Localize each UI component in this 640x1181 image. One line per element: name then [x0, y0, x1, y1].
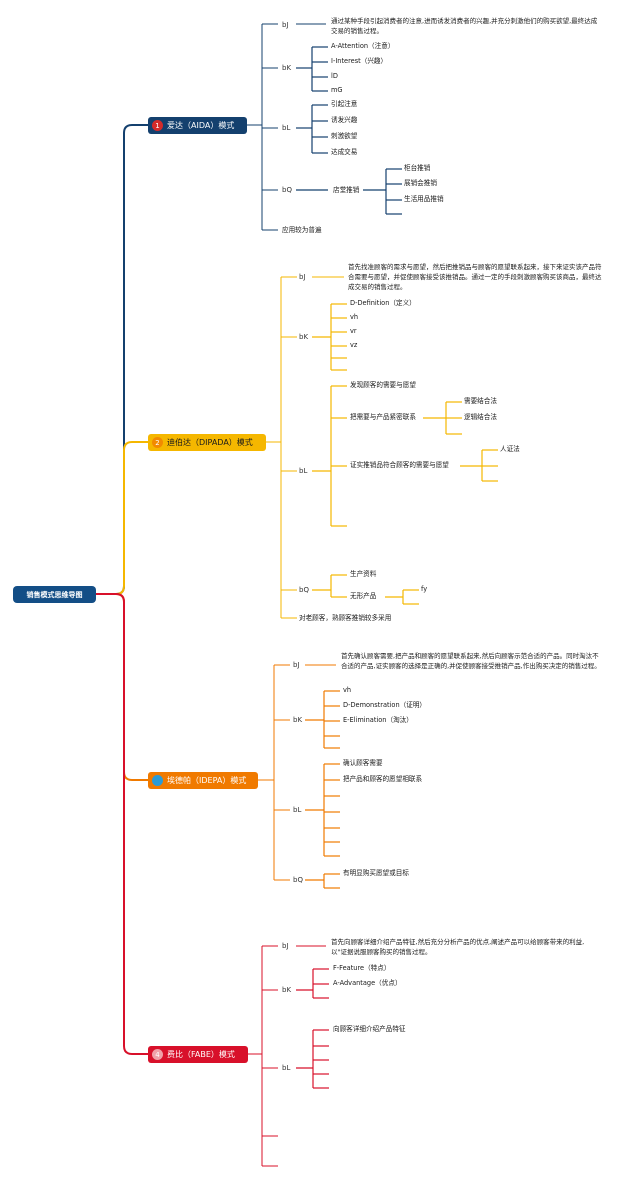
connector [96, 593, 148, 781]
label-bk: bK [282, 64, 292, 72]
node-title: 迪伯达（DIPADA）模式 [167, 438, 253, 447]
bk-item: mG [331, 86, 343, 94]
bq-sub-item: 展销会推销 [404, 179, 437, 187]
bl-item: 诱发兴趣 [331, 116, 358, 124]
node-title: 埃德帕（IDEPA）模式 [167, 776, 247, 785]
bq-sub-item: 生活用品推销 [404, 195, 444, 203]
label-bq: bQ [293, 876, 303, 884]
number-badge-1: 1 [152, 120, 163, 131]
connector [96, 124, 148, 595]
bk-item: A-Attention（注意） [331, 42, 395, 50]
bl-item: 达成交易 [331, 148, 358, 156]
root-node[interactable]: 销售模式思维导图 [13, 586, 96, 603]
bl-item: 确认顾客需要 [343, 759, 383, 767]
label-bj: bJ [282, 21, 289, 29]
bk-item: vr [350, 327, 357, 335]
bk-item: D-Definition（定义） [350, 299, 416, 307]
label-bj: bJ [282, 942, 289, 950]
bl-sub-item: 逻辑结合法 [464, 413, 497, 421]
number-badge-3: 3 [152, 775, 163, 786]
bk-item: vh [343, 686, 352, 694]
label-bk: bK [293, 716, 303, 724]
bk-item: A-Advantage（优点） [333, 979, 402, 987]
node-dipada[interactable]: 2 迪伯达（DIPADA）模式 [148, 434, 266, 451]
bq-item: 无形产品 [350, 592, 377, 600]
connector [96, 593, 148, 1055]
bl-sub-item: 需要结合法 [464, 397, 497, 405]
bq-item: 生产资料 [350, 570, 377, 578]
bl-item: 引起注意 [331, 100, 358, 108]
connector [96, 441, 148, 595]
number-badge-4: 4 [152, 1049, 163, 1060]
node-idepa[interactable]: 3 埃德帕（IDEPA）模式 [148, 772, 258, 789]
definition-text: 首先向顾客详细介绍产品特征,然后充分分析产品的优点,阐述产品可以给顾客带来的利益… [331, 938, 585, 956]
label-bl: bL [299, 467, 308, 475]
bk-item: lD [331, 72, 338, 80]
bl-item: 向顾客详细介绍产品特征 [333, 1025, 406, 1033]
bk-item: E-Elimination（淘汰） [343, 716, 413, 724]
label-bq: bQ [282, 186, 292, 194]
label-bl: bL [282, 1064, 291, 1072]
bk-item: F-Feature（特点） [333, 964, 391, 972]
bk-item: vh [350, 313, 359, 321]
bq-sub-item: 柜台推销 [404, 164, 431, 172]
bq-sub-item: fy [421, 585, 428, 593]
bk-item: I-Interest（兴趣） [331, 57, 388, 65]
node-aida[interactable]: 1 爱达（AIDA）模式 [148, 117, 247, 134]
number-badge-2: 2 [152, 437, 163, 448]
node-title: 爱达（AIDA）模式 [167, 121, 235, 130]
bl-sub-item: 人证法 [500, 445, 520, 453]
bq-item: 店堂推销 [333, 186, 360, 194]
definition-text: 首先确认顾客需要,把产品和顾客的愿望联系起来,然后向顾客示范合适的产品。同时淘汰… [341, 652, 601, 670]
definition-text: 通过某种手段引起消费者的注意,进而诱发消费者的兴趣,并充分刺激他们的购买欲望,最… [331, 17, 598, 35]
bk-item: D-Demonstration（证明） [343, 701, 427, 709]
label-bl: bL [293, 806, 302, 814]
node-title: 费比（FABE）模式 [167, 1050, 235, 1059]
note-text: 应用较为普遍 [282, 226, 322, 234]
label-bk: bK [299, 333, 309, 341]
node-fabe[interactable]: 4 费比（FABE）模式 [148, 1046, 248, 1063]
note-text: 对老顾客，熟顾客推销较多采用 [299, 614, 392, 622]
label-bl: bL [282, 124, 291, 132]
bl-item: 把需要与产品紧密联系 [350, 413, 416, 421]
label-bk: bK [282, 986, 292, 994]
definition-text: 首先找准顾客的需求与愿望，然后把推销品与顾客的愿望联系起来，接下来证实该产品符合… [348, 263, 602, 291]
bk-item: vz [350, 341, 358, 349]
bl-item: 把产品和顾客的愿望相联系 [343, 775, 423, 783]
bl-item: 证实推销品符合顾客的需要与愿望 [350, 461, 449, 469]
label-bq: bQ [299, 586, 309, 594]
label-bj: bJ [299, 273, 306, 281]
bl-item: 刺激欲望 [331, 132, 358, 140]
bl-item: 发现顾客的需要与愿望 [350, 381, 416, 389]
bq-item: 有明显购买愿望或目标 [343, 869, 409, 877]
label-bj: bJ [293, 661, 300, 669]
